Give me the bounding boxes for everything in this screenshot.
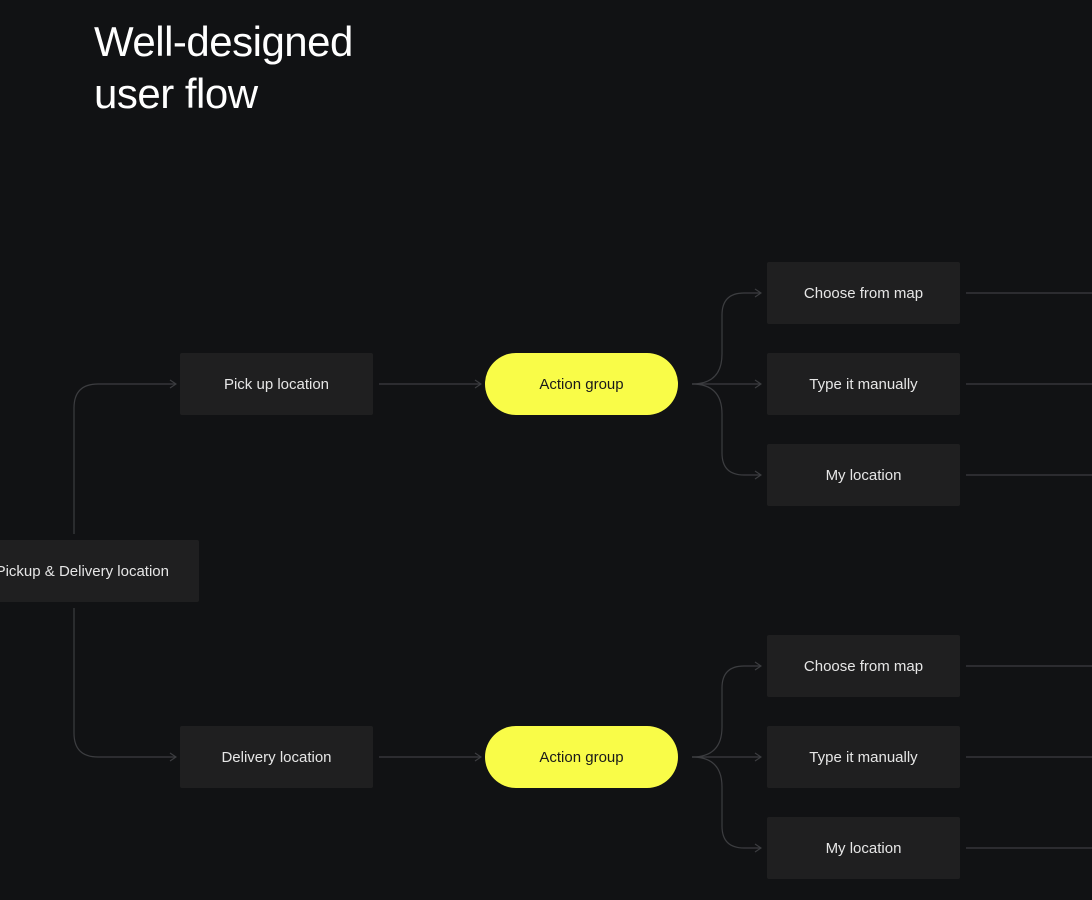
- node-label: Choose from map: [803, 657, 924, 675]
- connector-root-to-pickup: [73, 384, 176, 534]
- page-title: Well-designed user flow: [94, 16, 353, 120]
- node-delivery-location[interactable]: Delivery location: [180, 726, 373, 788]
- action-group-pill-delivery[interactable]: Action group: [485, 726, 678, 788]
- connector-root-to-delivery: [73, 608, 176, 757]
- option-choose-from-map-pickup[interactable]: Choose from map: [767, 262, 960, 324]
- node-label: Choose from map: [803, 284, 924, 302]
- option-type-it-manually-delivery[interactable]: Type it manually: [767, 726, 960, 788]
- option-my-location-pickup[interactable]: My location: [767, 444, 960, 506]
- node-label: My location: [825, 839, 902, 857]
- node-pick-up-location[interactable]: Pick up location: [180, 353, 373, 415]
- connector-action-to-option-pickup-0: [691, 293, 761, 385]
- option-my-location-delivery[interactable]: My location: [767, 817, 960, 879]
- node-label: Type it manually: [809, 748, 918, 766]
- node-label: Delivery location: [221, 748, 332, 766]
- node-pickup-delivery-location[interactable]: Pickup & Delivery location: [0, 540, 199, 602]
- node-label: My location: [825, 466, 902, 484]
- node-label: Type it manually: [809, 375, 918, 393]
- page-title-line-2: user flow: [94, 70, 258, 117]
- connector-action-to-option-delivery-2: [691, 756, 761, 848]
- page-title-line-1: Well-designed: [94, 18, 353, 65]
- option-type-it-manually-pickup[interactable]: Type it manually: [767, 353, 960, 415]
- node-label: Action group: [539, 748, 624, 766]
- node-label: Pickup & Delivery location: [0, 562, 169, 580]
- option-choose-from-map-delivery[interactable]: Choose from map: [767, 635, 960, 697]
- connector-action-to-option-pickup-2: [691, 383, 761, 475]
- connector-action-to-option-delivery-0: [691, 666, 761, 758]
- node-label: Action group: [539, 375, 624, 393]
- action-group-pill-pickup[interactable]: Action group: [485, 353, 678, 415]
- node-label: Pick up location: [223, 375, 330, 393]
